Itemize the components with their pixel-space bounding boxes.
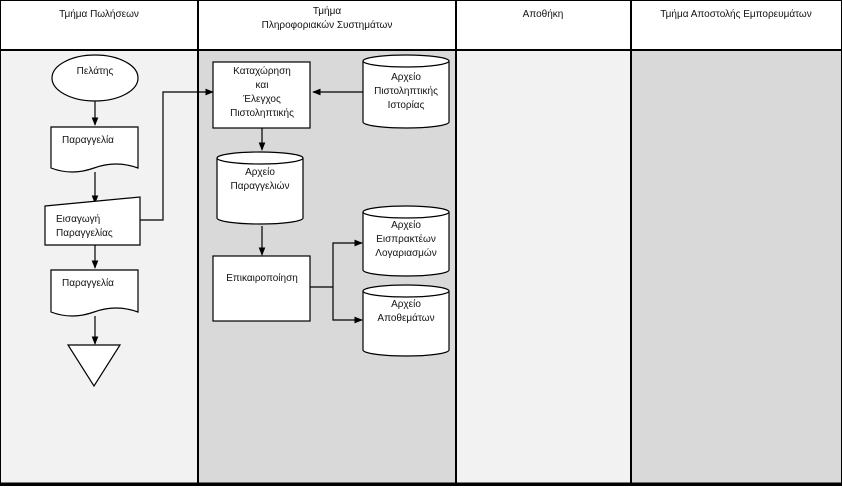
- lane-title-shipping: Τμήμα Αποστολής Εμπορευμάτων: [660, 8, 812, 20]
- customer-label: Πελάτης: [77, 65, 114, 77]
- lane-warehouse-body: [456, 50, 631, 484]
- label-line: Ιστορίας: [388, 99, 425, 111]
- lane-title-sales: Τμήμα Πωλήσεων: [59, 8, 139, 20]
- order-document-1-label: Παραγγελία: [62, 134, 114, 146]
- label-line: Παραγγελία: [62, 134, 114, 146]
- label-line: Παραγγελία: [62, 277, 114, 289]
- label-line: Αποθεμάτων: [377, 312, 434, 324]
- label-line: Αρχείο: [391, 219, 421, 231]
- update-process: [212, 255, 311, 322]
- label-line: Καταχώρηση: [233, 65, 291, 77]
- arrow-update-to-inventory: [332, 287, 363, 324]
- label-line: Αρχείο: [391, 298, 421, 310]
- update-label: Επικαιροποίηση: [226, 272, 298, 284]
- label-line: Εισαγωγή: [56, 213, 100, 225]
- label-line: Αποθήκη: [523, 8, 564, 20]
- arrow-entry-to-credit-check: [140, 88, 214, 221]
- customer-terminator: [51, 54, 139, 102]
- label-line: Πιστοληπτικής: [230, 107, 294, 119]
- label-line: Τμήμα Πωλήσεων: [59, 8, 139, 20]
- label-line: Παραγγελίας: [56, 227, 113, 239]
- order-document-2-label: Παραγγελία: [62, 277, 114, 289]
- label-line: Παραγγελιών: [231, 180, 290, 192]
- label-line: Επικαιροποίηση: [226, 272, 298, 284]
- connectors: [91, 88, 363, 345]
- label-line: και: [256, 80, 269, 91]
- orders-file-cylinder: [216, 151, 304, 225]
- label-line: Πληροφοριακών Συστημάτων: [262, 19, 393, 31]
- label-line: Πιστοληπτικής: [374, 85, 438, 97]
- label-line: Έλεγχος: [242, 94, 281, 105]
- label-line: Τμήμα: [313, 5, 341, 17]
- lanes-header-band: [0, 0, 842, 50]
- end-offpage-triangle: [66, 344, 122, 388]
- credit-check-process: [212, 61, 311, 129]
- label-line: Πελάτης: [77, 65, 114, 77]
- lane-title-warehouse: Αποθήκη: [523, 8, 564, 20]
- lane-shipping-body: [631, 50, 842, 484]
- arrow-update-to-receivables: [332, 239, 363, 287]
- label-line: Αρχείο: [245, 166, 275, 178]
- order-document-2: [50, 269, 139, 317]
- order-document-1: [50, 126, 139, 173]
- label-line: Τμήμα Αποστολής Εμπορευμάτων: [660, 8, 812, 20]
- credit-history-file-cylinder: [362, 54, 450, 129]
- lane-sales-body: [0, 50, 198, 484]
- label-line: Αρχείο: [391, 71, 421, 83]
- label-line: Εισπρακτέων: [376, 233, 436, 245]
- inventory-file-cylinder: [362, 284, 450, 357]
- order-entry-manual-input: [44, 196, 141, 246]
- label-line: Λογαριασμών: [375, 247, 436, 259]
- receivables-file-cylinder: [362, 205, 450, 277]
